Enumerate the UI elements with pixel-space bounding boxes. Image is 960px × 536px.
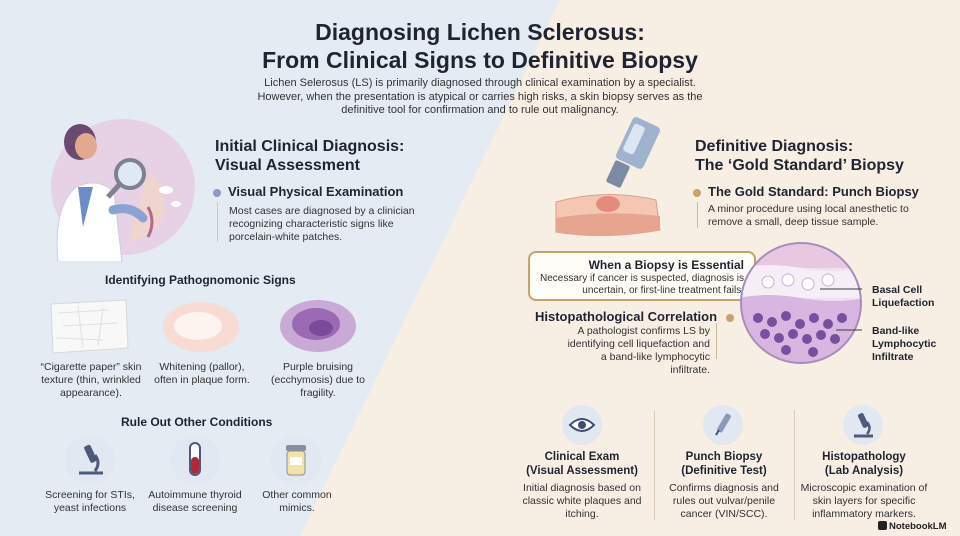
- right-heading-line-1: Definitive Diagnosis:: [695, 138, 854, 155]
- page-title: Diagnosing Lichen Sclerosus: From Clinic…: [180, 18, 780, 74]
- summary-text-3: Microscopic examination of skin layers f…: [800, 482, 928, 520]
- punch-biopsy-title: The Gold Standard: Punch Biopsy: [693, 184, 919, 199]
- visual-exam-rule: [217, 202, 218, 242]
- bullet-dot-icon: [693, 188, 701, 197]
- punch-biopsy-illustration: [555, 117, 661, 237]
- summary-card-clinical: Clinical Exam (Visual Assessment) Initia…: [520, 451, 644, 521]
- histo-text: A pathologist confirms LS by identifying…: [567, 325, 710, 376]
- summary-card-punch: Punch Biopsy (Definitive Test) Confirms …: [660, 451, 788, 521]
- visual-exam-title: Visual Physical Examination: [213, 184, 403, 199]
- ruleout-heading: Rule Out Other Conditions: [121, 415, 273, 429]
- summary-text-1: Initial diagnosis based on classic white…: [522, 482, 642, 520]
- brand-label: NotebookLM: [878, 521, 947, 532]
- doctor-illustration: [51, 119, 195, 262]
- punch-biopsy-rule: [697, 202, 698, 228]
- histo-rule: [716, 323, 717, 359]
- summary-divider-1: [654, 410, 655, 520]
- signs-heading: Identifying Pathognomonic Signs: [105, 273, 296, 287]
- left-heading-line-2: Visual Assessment: [215, 157, 360, 174]
- basal-cell-label: Basal Cell Liquefaction: [872, 284, 935, 309]
- histo-title: Histopathological Correlation: [535, 309, 735, 324]
- sign-caption-3: Purple bruising (ecchymosis) due to frag…: [271, 361, 365, 399]
- summary-title-3: Histopathology (Lab Analysis): [822, 451, 906, 477]
- page-subtitle: Lichen Selerosus (LS) is primarily diagn…: [257, 77, 703, 116]
- biopsy-pen-icon: [703, 405, 743, 445]
- visual-exam-text: Most cases are diagnosed by a clinician …: [229, 205, 415, 243]
- summary-divider-2: [794, 410, 795, 520]
- left-section-heading: Initial Clinical Diagnosis: Visual Asses…: [215, 137, 404, 175]
- purple-bruising-image: [280, 300, 356, 352]
- histology-circle-illustration: [740, 242, 862, 364]
- whitening-texture-image: [163, 302, 239, 352]
- ruleout-caption-3: Other common mimics.: [262, 489, 332, 514]
- right-section-heading: Definitive Diagnosis: The ‘Gold Standard…: [695, 137, 904, 175]
- bullet-dot-icon: [726, 313, 735, 322]
- summary-title-2: Punch Biopsy (Definitive Test): [681, 451, 767, 477]
- summary-card-histopathology: Histopathology (Lab Analysis) Microscopi…: [800, 451, 928, 521]
- notebooklm-logo-icon: [878, 521, 887, 530]
- essential-text: Necessary if cancer is suspected, diagno…: [540, 273, 744, 296]
- lab-microscope-icon: [843, 405, 883, 445]
- summary-title-1: Clinical Exam (Visual Assessment): [526, 451, 638, 477]
- bullet-dot-icon: [213, 188, 221, 197]
- specimen-jar-icon: [271, 435, 321, 485]
- sign-caption-1: “Cigarette paper” skin texture (thin, wr…: [40, 361, 142, 399]
- sign-caption-2: Whitening (pallor), often in plaque form…: [154, 361, 250, 386]
- right-heading-line-2: The ‘Gold Standard’ Biopsy: [695, 157, 904, 174]
- ruleout-caption-1: Screening for STIs, yeast infections: [45, 489, 135, 514]
- summary-text-2: Confirms diagnosis and rules out vulvar/…: [669, 482, 779, 520]
- left-heading-line-1: Initial Clinical Diagnosis:: [215, 138, 405, 155]
- title-line-2: From Clinical Signs to Definitive Biopsy: [262, 47, 698, 73]
- essential-title: When a Biopsy is Essential: [588, 258, 744, 272]
- test-tube-icon: [170, 435, 220, 485]
- ruleout-caption-2: Autoimmune thyroid disease screening: [148, 489, 242, 514]
- title-line-1: Diagnosing Lichen Sclerosus:: [315, 19, 645, 45]
- band-infiltrate-label: Band-like Lymphocytic Infiltrate: [872, 325, 937, 363]
- eye-icon: [562, 405, 602, 445]
- microscope-icon: [65, 435, 115, 485]
- essential-callout: When a Biopsy is Essential Necessary if …: [528, 251, 756, 301]
- cigarette-paper-texture-image: [50, 299, 129, 354]
- punch-biopsy-text: A minor procedure using local anesthetic…: [708, 203, 909, 228]
